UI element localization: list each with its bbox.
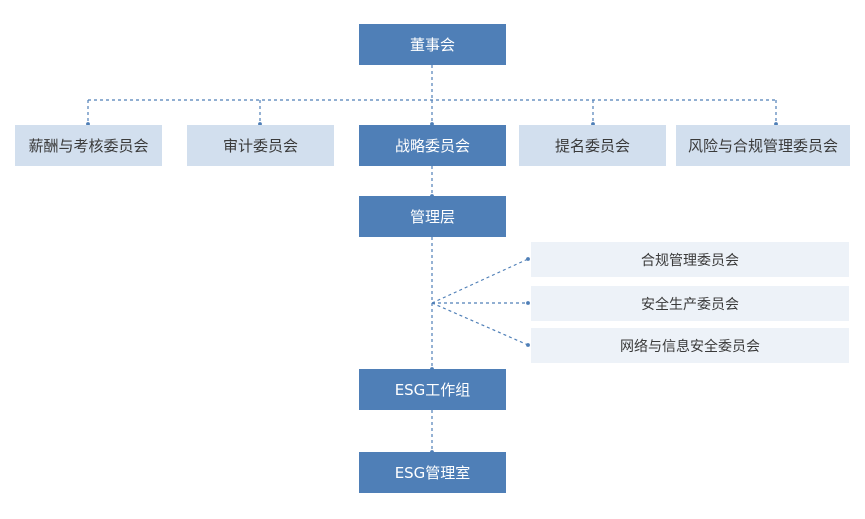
network-security-committee-node: 网络与信息安全委员会 xyxy=(531,328,849,363)
safety-production-committee-label: 安全生产委员会 xyxy=(641,296,739,313)
strategy-committee-label: 战略委员会 xyxy=(394,137,470,155)
esg-working-group-label: ESG工作组 xyxy=(394,381,471,399)
network-security-committee-label: 网络与信息安全委员会 xyxy=(620,338,760,355)
safety-production-committee-node: 安全生产委员会 xyxy=(531,286,849,321)
connector-fan-compliance xyxy=(431,257,530,304)
nomination-committee-node: 提名委员会 xyxy=(519,125,666,166)
connector-fan-network xyxy=(431,302,530,347)
compliance-management-committee-node: 合规管理委员会 xyxy=(531,242,849,277)
esg-office-node: ESG管理室 xyxy=(359,452,506,493)
audit-committee-node: 审计委员会 xyxy=(187,125,334,166)
management-label: 管理层 xyxy=(409,208,455,226)
compliance-management-committee-label: 合规管理委员会 xyxy=(641,252,739,269)
esg-working-group-node: ESG工作组 xyxy=(359,369,506,410)
risk-compliance-committee-node: 风险与合规管理委员会 xyxy=(676,125,850,166)
board-node: 董事会 xyxy=(359,24,506,65)
esg-office-label: ESG管理室 xyxy=(394,464,471,482)
board-label: 董事会 xyxy=(409,36,455,54)
compensation-committee-label: 薪酬与考核委员会 xyxy=(28,137,149,155)
risk-compliance-committee-label: 风险与合规管理委员会 xyxy=(687,137,838,155)
nomination-committee-label: 提名委员会 xyxy=(554,137,630,155)
management-node: 管理层 xyxy=(359,196,506,237)
strategy-committee-node: 战略委员会 xyxy=(359,125,506,166)
compensation-committee-node: 薪酬与考核委员会 xyxy=(15,125,162,166)
audit-committee-label: 审计委员会 xyxy=(222,137,298,155)
